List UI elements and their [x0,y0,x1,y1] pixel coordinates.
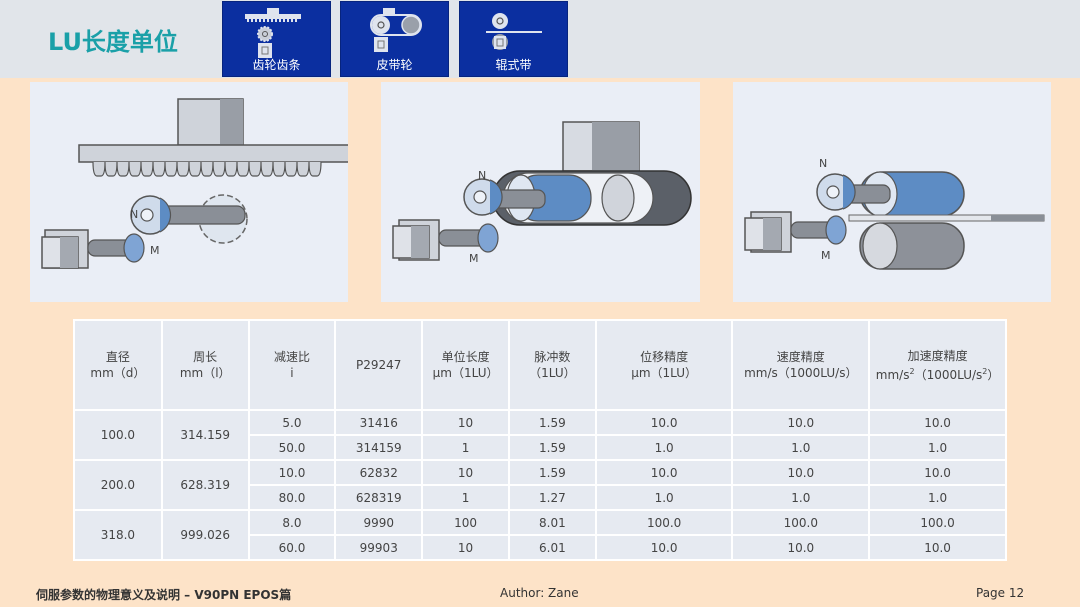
belt-pulley-diagram: N M [381,82,700,302]
svg-text:N: N [819,157,827,170]
rack-pinion-illustration: N M [41,98,373,269]
rack-pinion-icon [245,8,301,58]
svg-text:M: M [469,252,479,265]
tab-label: 皮带轮 [376,58,413,72]
tab-label: 辊式带 [495,58,532,72]
table-row: 200.0 628.319 10.0 62832 10 1.59 10.0 10… [73,459,1007,511]
footer-page-number: Page 12 [976,586,1025,600]
svg-text:M: M [150,244,160,257]
table-row: 100.0 314.159 5.0 31416 10 1.59 10.0 10.… [73,409,1007,461]
svg-text:M: M [821,249,831,262]
tab-belt-pulley[interactable]: 皮带轮 [340,1,449,77]
roller-belt-diagram: N M [733,82,1051,302]
rack-pinion-diagram: N M [30,82,373,302]
col-p29247: P29247 [334,319,424,411]
page-title: LU长度单位 [48,28,178,56]
table-row: 60.0 99903 10 6.01 10.0 10.0 10.0 [74,534,1007,561]
tab-roller-belt[interactable]: 辊式带 [459,1,568,77]
col-pulses: 脉冲数（1LU） [507,319,597,411]
belt-pulley-illustration: N M [392,121,692,265]
belt-pulley-icon [370,8,422,52]
svg-text:N: N [130,208,138,221]
tab-label: 齿轮齿条 [252,58,301,72]
footer-author: Author: Zane [500,586,579,600]
table-row: 50.0 314159 1 1.59 1.0 1.0 1.0 [74,434,1007,461]
table-row: 318.0 999.026 8.0 9990 100 8.01 100.0 10… [73,509,1007,561]
footer-document-title: 伺服参数的物理意义及说明 – V90PN EPOS篇 [36,588,292,602]
roller-belt-icon [486,13,542,50]
table-row: 80.0 628319 1 1.27 1.0 1.0 1.0 [74,484,1007,511]
tab-rack-pinion[interactable]: 齿轮齿条 [222,1,331,77]
svg-text:N: N [478,169,486,182]
roller-belt-illustration: N M [744,157,1045,270]
header-bar: LU长度单位 齿轮齿条 皮带轮 [0,0,1080,78]
